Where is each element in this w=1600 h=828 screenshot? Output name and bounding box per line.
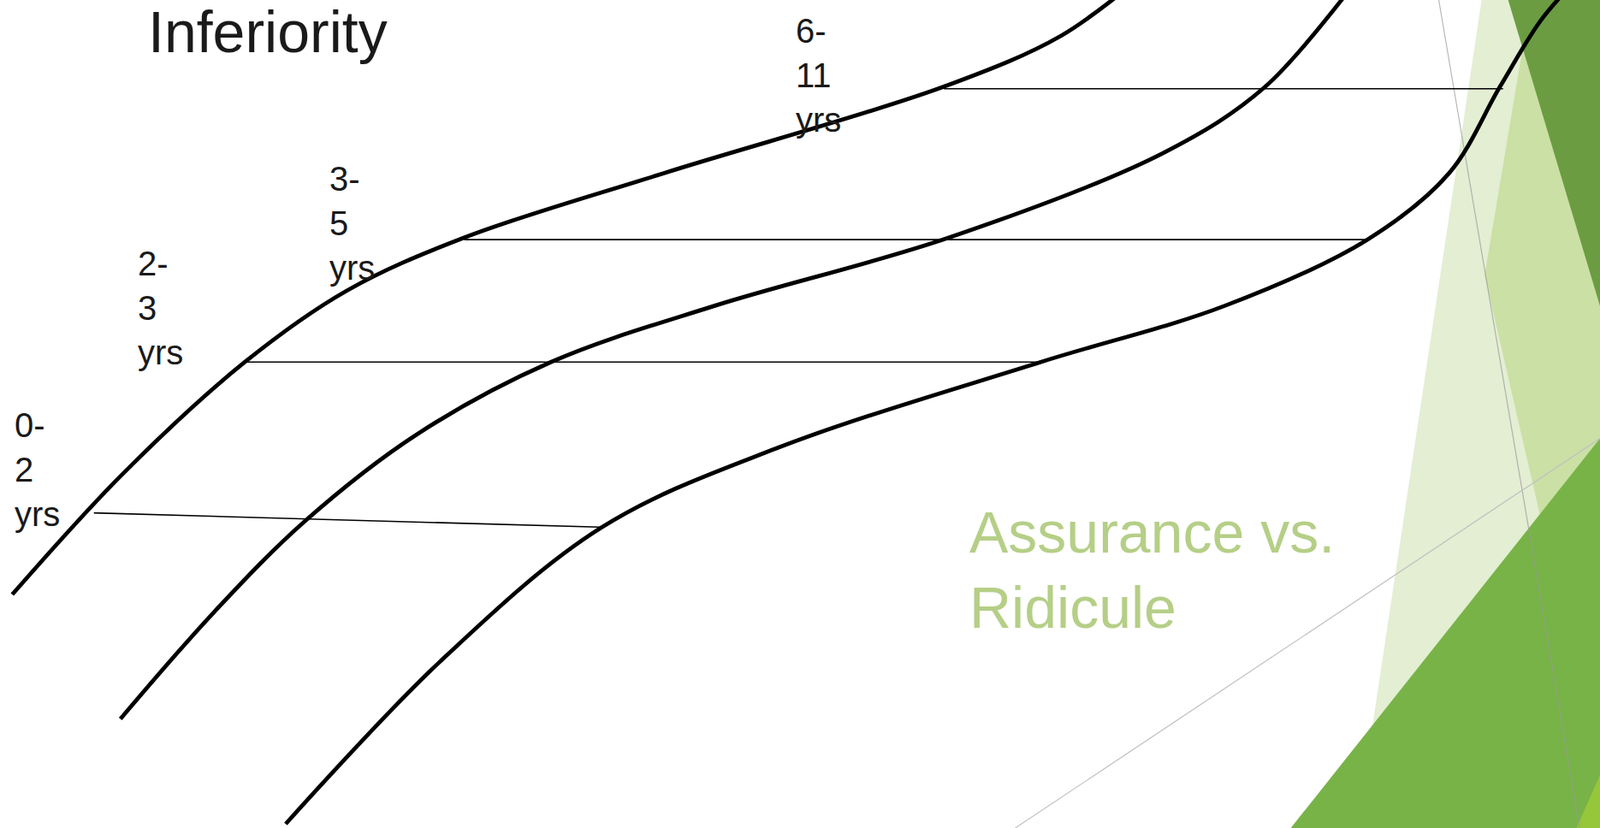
- title-text: Inferiority: [148, 0, 388, 65]
- stage-heading: Assurance vs. Ridicule: [969, 494, 1415, 646]
- stage-line: [94, 513, 601, 528]
- age-label: 2-3 yrs: [137, 241, 184, 375]
- bottom-facet: [1291, 438, 1600, 828]
- age-label: 6-11 yrs: [795, 8, 842, 143]
- thin-guide-line: [1439, 0, 1581, 828]
- corner-facet: [1576, 775, 1600, 828]
- stage-line: [244, 361, 1039, 363]
- age-label: 0-2 yrs: [14, 402, 60, 537]
- stage-line: [943, 88, 1504, 90]
- s-curve: [285, 0, 1577, 824]
- age-label: 3-5 yrs: [329, 156, 375, 291]
- s-curve: [11, 0, 1138, 595]
- stage-line: [464, 238, 1368, 241]
